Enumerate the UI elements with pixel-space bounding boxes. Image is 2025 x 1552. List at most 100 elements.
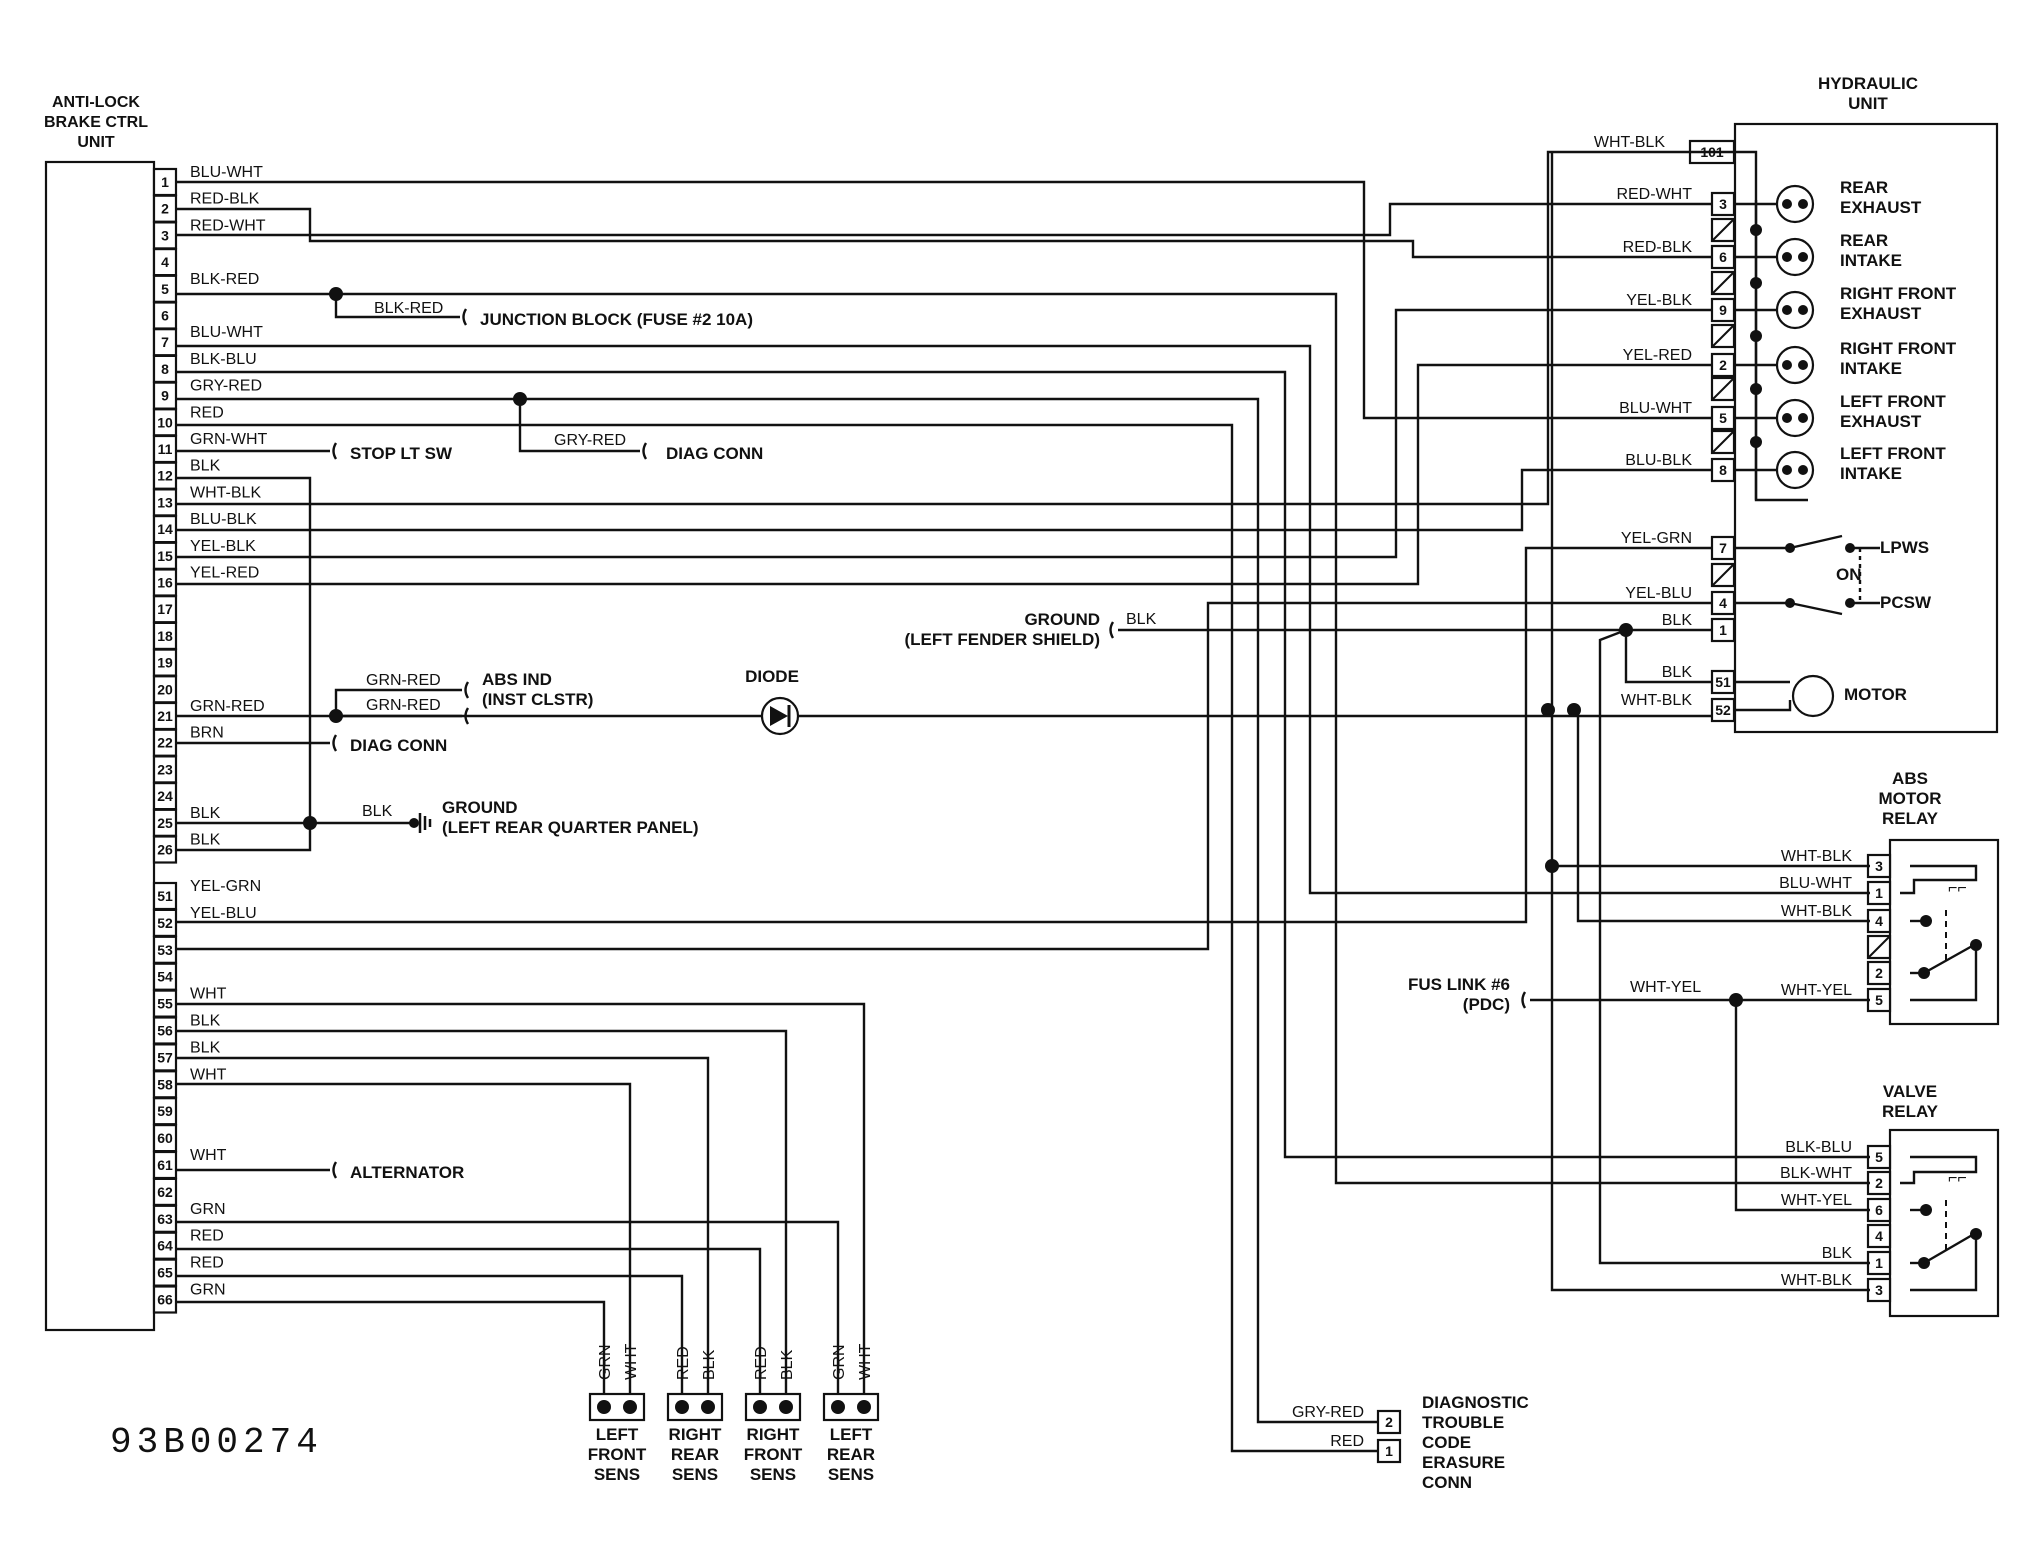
hyd-pin-number: 51 xyxy=(1715,674,1731,690)
splice-valve-bus-5 xyxy=(1750,436,1762,448)
hyd-pin-number: 9 xyxy=(1719,302,1727,318)
svg-text:⌐⌐: ⌐⌐ xyxy=(1948,880,1967,897)
break-fus-link-icon xyxy=(1521,991,1527,1009)
break-ground-fender-icon xyxy=(1109,621,1115,639)
splice-pin25 xyxy=(303,816,317,830)
sensor-wire-label: GRN xyxy=(597,1344,614,1380)
ecu-pin-number: 58 xyxy=(157,1076,173,1092)
ecu-pin-number: 63 xyxy=(157,1211,173,1227)
abs-motor-relay-title-2: MOTOR xyxy=(1879,789,1942,808)
wire-ground-hyd51 xyxy=(1624,630,1712,684)
dtc-title-3: CODE xyxy=(1422,1433,1471,1452)
splice-hyd52-a xyxy=(1541,703,1555,717)
dtc-title-2: TROUBLE xyxy=(1422,1413,1504,1432)
ecu-wire-label: BLK-RED xyxy=(190,271,259,288)
diode-icon xyxy=(760,696,800,736)
hyd-pin-number: 2 xyxy=(1719,357,1727,373)
relay-pin-number: 5 xyxy=(1875,1149,1883,1165)
abs-ind-label: ABS IND xyxy=(482,670,552,689)
junction-block-label: JUNCTION BLOCK (FUSE #2 10A) xyxy=(480,310,753,329)
wire-ecu14-hyd8 xyxy=(176,468,1712,532)
sensor-pin-dot xyxy=(857,1400,871,1414)
splice-valve-bus-1 xyxy=(1750,224,1762,236)
splice-ground xyxy=(1619,623,1633,637)
ecu-wire-label: GRN-WHT xyxy=(190,431,268,448)
ecu-pin-number: 10 xyxy=(157,414,173,430)
valve-coil-dot xyxy=(1782,465,1792,475)
hyd-wire-label: RED-BLK xyxy=(1623,239,1693,256)
valve-name-line1: LEFT FRONT xyxy=(1840,392,1946,411)
relay-pin-number: 2 xyxy=(1875,965,1883,981)
wire-bus-whtblk-vr3 xyxy=(1550,152,1870,1292)
wire-ecu58-left-front-sens xyxy=(176,1082,632,1407)
splice-pin21 xyxy=(329,709,343,723)
wire-ecu5-valve-relay2 xyxy=(176,292,1870,1185)
diode-label: DIODE xyxy=(745,667,799,686)
ecu-wire-label: GRN-RED xyxy=(190,698,265,715)
sensor-wire-label: WHT xyxy=(857,1343,874,1380)
ground-rear-label: GROUND xyxy=(442,798,518,817)
ecu-title: ANTI-LOCK BRAKE CTRL UNIT xyxy=(44,94,148,151)
hyd-pin-number: 1 xyxy=(1719,622,1727,638)
ecu-pin-number: 64 xyxy=(157,1238,173,1254)
sensor-wire-label: RED xyxy=(675,1346,692,1380)
wire-ground-vr1 xyxy=(1598,628,1870,1265)
sensor-name: SENS xyxy=(672,1465,718,1484)
hyd-wire-label: YEL-BLK xyxy=(1626,292,1692,309)
wire-ecu66-left-front-sens xyxy=(176,1300,606,1407)
ecu-title-line2: BRAKE CTRL xyxy=(44,114,148,131)
relay-blank-slash xyxy=(1867,935,1891,959)
wire-ecu15-hyd9 xyxy=(176,308,1712,559)
ecu-wire-label: GRN xyxy=(190,1201,226,1218)
ecu-pin-number: 4 xyxy=(161,254,169,270)
wire-ecu57-right-rear-sens xyxy=(176,1056,710,1407)
valve-coil-dot xyxy=(1798,199,1808,209)
valve-name-line2: EXHAUST xyxy=(1840,304,1922,323)
hyd-wire-label: BLU-BLK xyxy=(1625,452,1692,469)
ecu-wire-label: YEL-BLU xyxy=(190,905,257,922)
ground-rear-location-label: (LEFT REAR QUARTER PANEL) xyxy=(442,818,699,837)
diag-conn-9-wire-label: GRY-RED xyxy=(554,432,626,449)
ecu-pin-number: 2 xyxy=(161,201,169,217)
ecu-pin-number: 11 xyxy=(158,441,173,457)
ecu-pin-number: 53 xyxy=(157,942,173,958)
sensor-pin-dot xyxy=(701,1400,715,1414)
ecu-wire-label: BLK-BLU xyxy=(190,351,257,368)
valve-coil-dot xyxy=(1798,465,1808,475)
drawing-number: 93B00274 xyxy=(110,1422,323,1463)
valve-name-line1: REAR xyxy=(1840,231,1888,250)
ecu-pin-number: 20 xyxy=(157,681,173,697)
solenoid-valve-icon xyxy=(1775,345,1815,385)
ecu-wire-label: WHT xyxy=(190,986,227,1003)
sensor-wire-label: BLK xyxy=(779,1349,796,1380)
wire-ecu52-hyd4 xyxy=(176,601,1712,951)
valve-coil-dot xyxy=(1782,360,1792,370)
pcsw-contact-left xyxy=(1785,598,1795,608)
relay-wire-label: BLU-WHT xyxy=(1779,875,1852,892)
ecu-wire-label: BLK xyxy=(190,805,221,822)
ecu-pin-strip: 1BLU-WHT2RED-BLK3RED-WHT45BLK-RED67BLU-W… xyxy=(152,164,268,1314)
pcsw-label: PCSW xyxy=(1880,593,1932,612)
inst-clstr-label: (INST CLSTR) xyxy=(482,690,593,709)
ecu-wire-label: GRY-RED xyxy=(190,378,262,395)
motor-icon xyxy=(1791,674,1835,718)
wire-ecu12-ground-bus xyxy=(176,476,312,852)
wire-ecu64-right-front-sens xyxy=(176,1247,762,1407)
solenoid-valve-icon xyxy=(1775,237,1815,277)
hyd-pin-number: 6 xyxy=(1719,249,1727,265)
valve-coil-dot xyxy=(1798,360,1808,370)
valve-name-line1: LEFT FRONT xyxy=(1840,444,1946,463)
valve-coil-dot xyxy=(1782,305,1792,315)
ecu-title-line3: UNIT xyxy=(77,134,115,151)
ecu-wire-label: RED xyxy=(190,1228,224,1245)
diag-conn-9-label: DIAG CONN xyxy=(666,444,763,463)
ecu-pin-number: 17 xyxy=(157,601,173,617)
relay-pin-number: 6 xyxy=(1875,1202,1883,1218)
motor-lead-bottom xyxy=(1734,700,1792,712)
valve-coil-dot xyxy=(1782,252,1792,262)
valve-relay-internals: ⌐⌐ xyxy=(1900,1155,1982,1292)
break-alternator-icon xyxy=(332,1161,338,1179)
sensor-name: RIGHT xyxy=(669,1425,723,1444)
ecu-wire-label: BLU-WHT xyxy=(190,324,263,341)
